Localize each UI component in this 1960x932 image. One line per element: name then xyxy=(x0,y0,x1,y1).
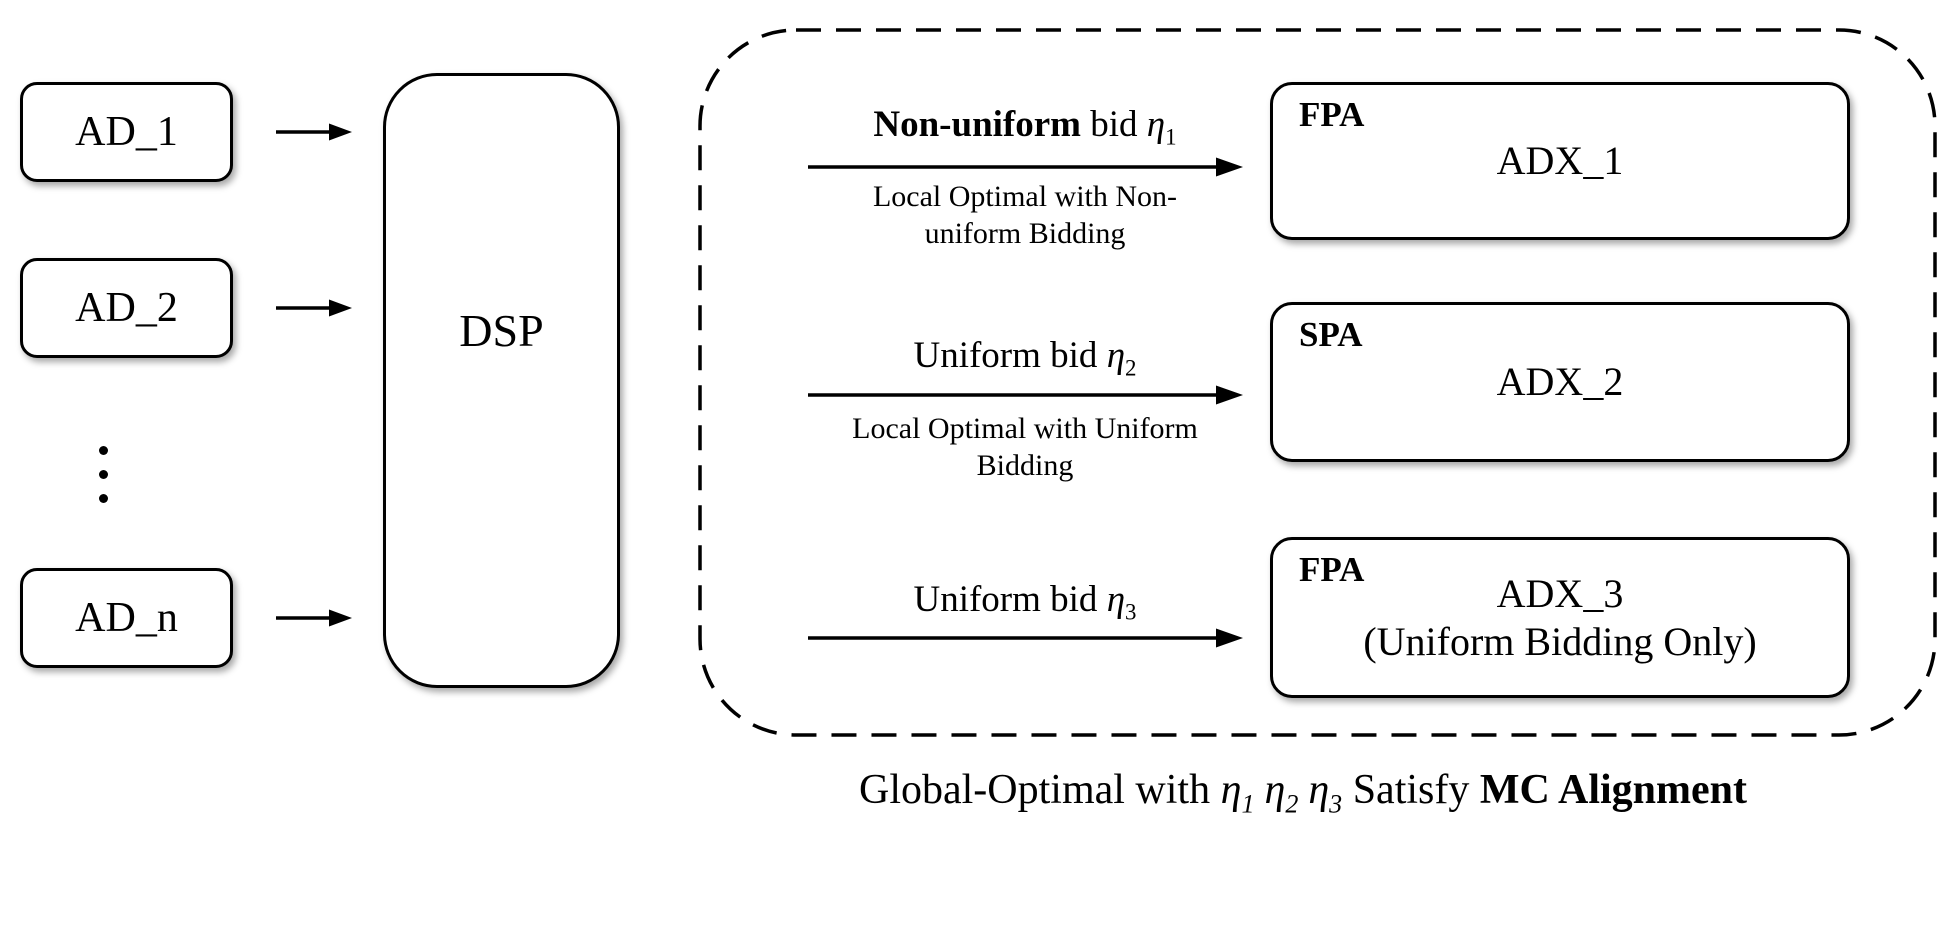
arrow-adn-to-dsp xyxy=(276,609,352,627)
eta-2-subscript: 2 xyxy=(1125,355,1137,381)
bid-note-1-line2: uniform Bidding xyxy=(924,217,1126,250)
eta-symbol: η xyxy=(1220,767,1242,813)
arrow-ad1-to-dsp xyxy=(276,123,352,141)
eta-3-subscript: 3 xyxy=(1125,599,1137,625)
adx-3-name: ADX_3 xyxy=(1496,570,1624,616)
adx-2-name: ADX_2 xyxy=(1496,359,1624,404)
adx-3-auction-type: FPA xyxy=(1299,550,1365,589)
dsp-label: DSP xyxy=(459,305,544,356)
arrow-dsp-to-adx2 xyxy=(808,385,1243,405)
bid-note-2: Local Optimal with Uniform Bidding xyxy=(852,410,1198,484)
ellipsis-dot xyxy=(99,446,108,455)
ellipsis-dot xyxy=(99,470,108,479)
dsp-box: DSP xyxy=(383,73,620,688)
ad-2-box: AD_2 xyxy=(20,258,233,358)
ad-1-label: AD_1 xyxy=(75,109,178,155)
adx-3-name-wrap: ADX_3 (Uniform Bidding Only) xyxy=(1273,540,1847,695)
bid-note-2-line2: Bidding xyxy=(976,449,1074,482)
adx-1-name-wrap: ADX_1 xyxy=(1273,85,1847,237)
eta-subscript: 1 xyxy=(1241,789,1255,819)
bid-label-1-text: bid xyxy=(1081,104,1147,145)
caption-bold: MC Alignment xyxy=(1479,767,1748,813)
eta-2-symbol: η xyxy=(1106,335,1126,376)
eta-1-symbol: η xyxy=(1146,104,1166,145)
eta-symbol: η xyxy=(1264,767,1286,813)
adx-2-box: SPA ADX_2 xyxy=(1270,302,1850,462)
arrow-ad2-to-dsp xyxy=(276,299,352,317)
adx-2-name-wrap: ADX_2 xyxy=(1273,305,1847,459)
bid-note-2-line1: Local Optimal with Uniform xyxy=(852,412,1198,445)
vertical-ellipsis xyxy=(99,446,108,503)
adx-3-note: (Uniform Bidding Only) xyxy=(1363,618,1757,664)
global-optimal-dashed-boundary xyxy=(698,28,1937,737)
ellipsis-dot xyxy=(99,494,108,503)
adx-1-name: ADX_1 xyxy=(1496,138,1624,183)
adx-1-box: FPA ADX_1 xyxy=(1270,82,1850,240)
eta-subscript: 3 xyxy=(1329,789,1343,819)
eta-subscript: 2 xyxy=(1285,789,1299,819)
arrow-dsp-to-adx3 xyxy=(808,628,1243,648)
caption-middle: Satisfy xyxy=(1342,767,1480,813)
ad-1-box: AD_1 xyxy=(20,82,233,182)
adx-3-box: FPA ADX_3 (Uniform Bidding Only) xyxy=(1270,537,1850,698)
caption-eta-2: η2 xyxy=(1264,767,1298,817)
bid-label-2-text: Uniform bid xyxy=(913,335,1107,376)
bid-note-1-line1: Local Optimal with Non- xyxy=(872,180,1178,213)
bid-label-3: Uniform bid η3 xyxy=(913,578,1137,625)
caption-eta-3: η3 xyxy=(1308,767,1342,817)
eta-symbol: η xyxy=(1308,767,1330,813)
ad-n-box: AD_n xyxy=(20,568,233,668)
bid-note-1: Local Optimal with Non- uniform Bidding xyxy=(873,178,1177,252)
bid-label-1: Non-uniform bid η1 xyxy=(873,103,1177,150)
caption-prefix: Global-Optimal with xyxy=(858,767,1221,813)
ad-2-label: AD_2 xyxy=(75,285,178,331)
caption-eta-1: η1 xyxy=(1220,767,1255,817)
bid-label-2: Uniform bid η2 xyxy=(913,334,1137,381)
eta-1-subscript: 1 xyxy=(1165,124,1177,150)
bid-label-1-bold: Non-uniform xyxy=(873,104,1082,145)
adx-2-auction-type: SPA xyxy=(1299,315,1363,354)
adx-1-auction-type: FPA xyxy=(1299,95,1365,134)
bid-label-3-text: Uniform bid xyxy=(913,579,1107,620)
eta-3-symbol: η xyxy=(1106,579,1126,620)
arrow-dsp-to-adx1 xyxy=(808,157,1243,177)
ad-n-label: AD_n xyxy=(75,595,178,641)
